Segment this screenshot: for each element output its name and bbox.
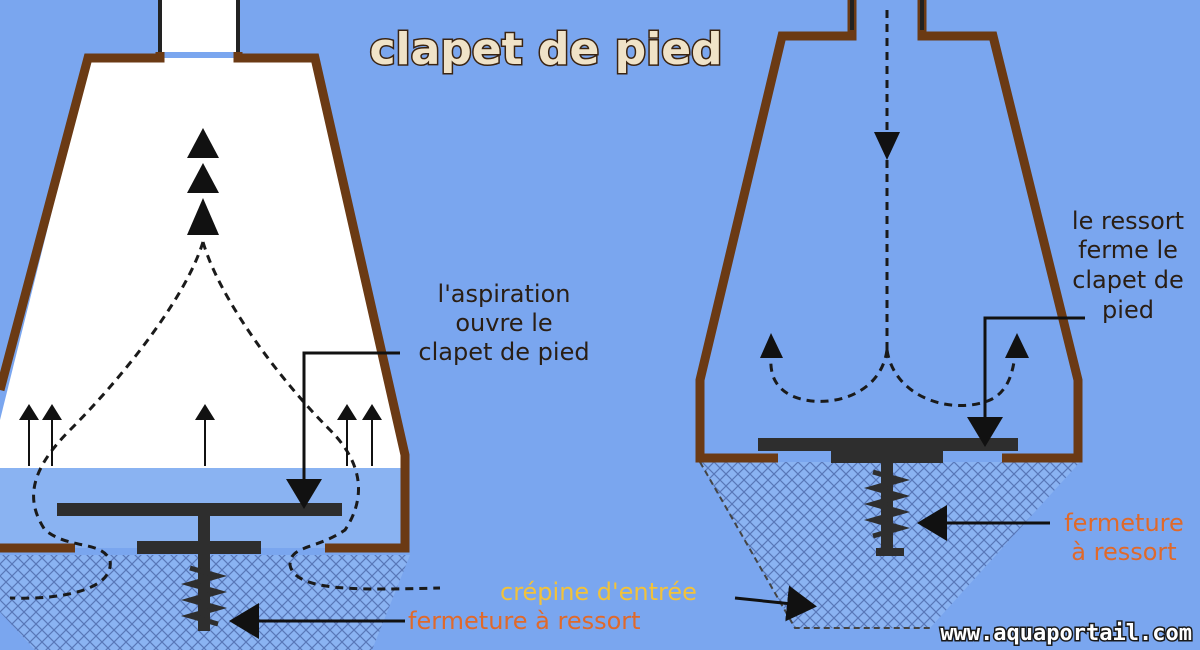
- left-annotation-line: ouvre le: [455, 309, 552, 337]
- flow-arrow-up-icon: [187, 163, 219, 193]
- right-valve-plate: [758, 438, 1018, 451]
- right-valve-seat: [831, 449, 943, 463]
- left-annotation: l'aspiration ouvre le clapet de pied: [418, 280, 589, 366]
- left-interior: [0, 58, 405, 468]
- flow-arrow-up-icon: [187, 128, 219, 158]
- right-spring-label: fermeture à ressort: [1064, 509, 1184, 566]
- left-flow-path-left: [9, 241, 205, 600]
- right-flow-split-right: [885, 349, 1017, 408]
- diagram-title: clapet de pied: [369, 24, 722, 75]
- right-annotation-line: clapet de: [1072, 266, 1184, 294]
- right-annotation-leader: [967, 316, 1085, 447]
- left-housing-wall-left: [0, 52, 165, 392]
- suction-arrows: [19, 404, 382, 466]
- right-spring: [863, 469, 911, 539]
- left-valve: [0, 0, 441, 650]
- flow-arrow-up-icon: [760, 333, 783, 358]
- strainer-label: crépine d'entrée: [500, 578, 697, 606]
- right-annotation-line: ferme le: [1078, 236, 1178, 264]
- strainer-label-arrow: [734, 585, 817, 622]
- right-housing-wall-left: [695, 0, 857, 463]
- left-pipe: [160, 0, 238, 52]
- left-spring-label: fermeture à ressort: [408, 607, 641, 635]
- left-housing-wall-right: [233, 52, 410, 553]
- left-annotation-leader: [286, 351, 400, 509]
- right-annotation-line: le ressort: [1072, 207, 1184, 235]
- left-annotation-line: clapet de pied: [418, 338, 589, 366]
- right-housing-wall-right: [917, 0, 1083, 463]
- left-spring: [180, 565, 228, 627]
- left-annotation-line: l'aspiration: [438, 280, 571, 308]
- left-valve-guide: [137, 541, 261, 554]
- right-annotation: le ressort ferme le clapet de pied: [1072, 207, 1184, 324]
- right-valve: [695, 0, 1085, 629]
- website-watermark: www.aquaportail.com: [940, 621, 1192, 646]
- left-valve-plate: [57, 503, 342, 516]
- flow-arrow-down-icon: [874, 132, 900, 160]
- right-spring-label-line: fermeture: [1064, 509, 1184, 537]
- right-annotation-line: pied: [1102, 296, 1154, 324]
- flow-arrow-up-icon: [1005, 333, 1029, 358]
- right-flow-split-left: [769, 349, 889, 403]
- flow-arrow-up-icon: [187, 198, 219, 235]
- right-spring-label-line: à ressort: [1071, 538, 1176, 566]
